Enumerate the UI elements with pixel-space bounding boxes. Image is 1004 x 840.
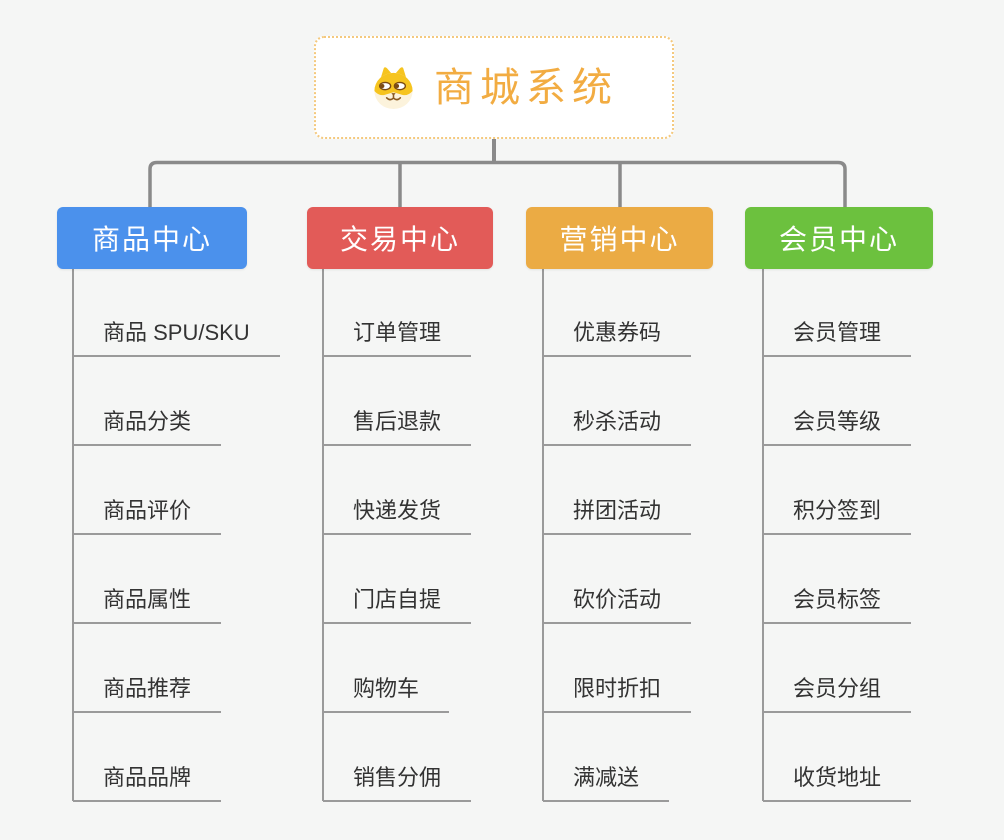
leaf-node[interactable]: 会员等级 xyxy=(763,406,912,446)
leaf-node[interactable]: 限时折扣 xyxy=(543,673,692,713)
leaf-node[interactable]: 商品评价 xyxy=(73,495,222,535)
leaf-node[interactable]: 销售分佣 xyxy=(323,762,472,802)
branch-node-marketing-center[interactable]: 营销中心 xyxy=(526,207,713,269)
leaf-node[interactable]: 快递发货 xyxy=(323,495,472,535)
leaf-node[interactable]: 秒杀活动 xyxy=(543,406,692,446)
leaf-node[interactable]: 商品品牌 xyxy=(73,762,222,802)
branch-node-member-center[interactable]: 会员中心 xyxy=(745,207,933,269)
leaf-node[interactable]: 拼团活动 xyxy=(543,495,692,535)
leaf-node[interactable]: 商品推荐 xyxy=(73,673,222,713)
leaf-node[interactable]: 订单管理 xyxy=(323,317,472,357)
leaf-node[interactable]: 商品属性 xyxy=(73,584,222,624)
leaf-node[interactable]: 购物车 xyxy=(323,673,450,713)
root-node[interactable]: 商城系统 xyxy=(314,36,674,139)
leaf-node[interactable]: 会员分组 xyxy=(763,673,912,713)
leaf-node[interactable]: 优惠券码 xyxy=(543,317,692,357)
leaf-node[interactable]: 会员标签 xyxy=(763,584,912,624)
leaf-node[interactable]: 商品分类 xyxy=(73,406,222,446)
leaf-node[interactable]: 商品 SPU/SKU xyxy=(73,317,280,357)
dog-face-icon xyxy=(374,66,413,109)
branch-node-trade-center[interactable]: 交易中心 xyxy=(307,207,493,269)
leaf-node[interactable]: 会员管理 xyxy=(763,317,912,357)
leaf-node[interactable]: 收货地址 xyxy=(763,762,912,802)
branch-node-product-center[interactable]: 商品中心 xyxy=(57,207,247,269)
leaf-node[interactable]: 售后退款 xyxy=(323,406,472,446)
leaf-node[interactable]: 砍价活动 xyxy=(543,584,692,624)
leaf-node[interactable]: 门店自提 xyxy=(323,584,472,624)
leaf-node[interactable]: 满减送 xyxy=(543,762,670,802)
leaf-node[interactable]: 积分签到 xyxy=(763,495,912,535)
root-title: 商城系统 xyxy=(434,65,618,110)
